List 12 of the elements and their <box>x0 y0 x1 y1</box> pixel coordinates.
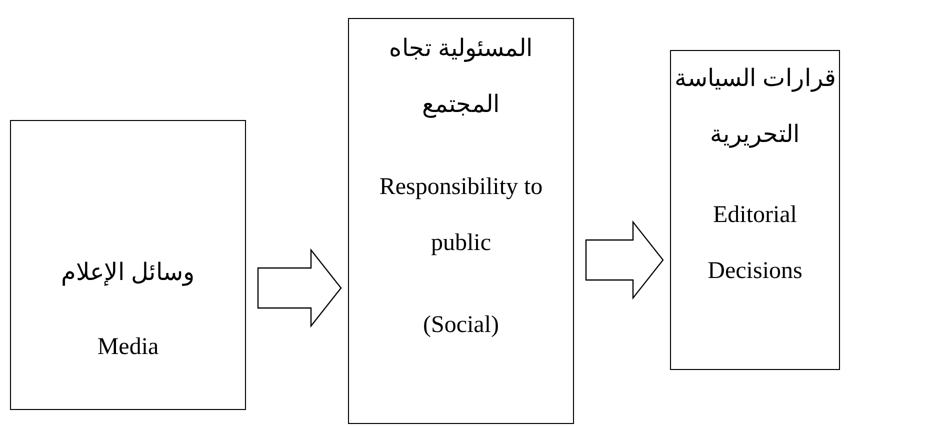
block-arrow <box>257 248 342 328</box>
box-text: Media <box>97 333 159 362</box>
process-box <box>348 18 574 424</box>
box-text: المسئولية تجاه المجتمع <box>388 35 534 120</box>
box-text: قرارات السياسة التحريرية <box>674 65 836 150</box>
box-text: وسائل الإعلام <box>61 259 195 288</box>
box-text: Editorial Decisions <box>706 201 804 286</box>
box-text: Responsibility to public <box>378 173 544 258</box>
box-text: (Social) <box>423 311 499 340</box>
process-box <box>10 120 246 410</box>
process-box <box>670 50 840 370</box>
block-arrow <box>585 220 664 300</box>
